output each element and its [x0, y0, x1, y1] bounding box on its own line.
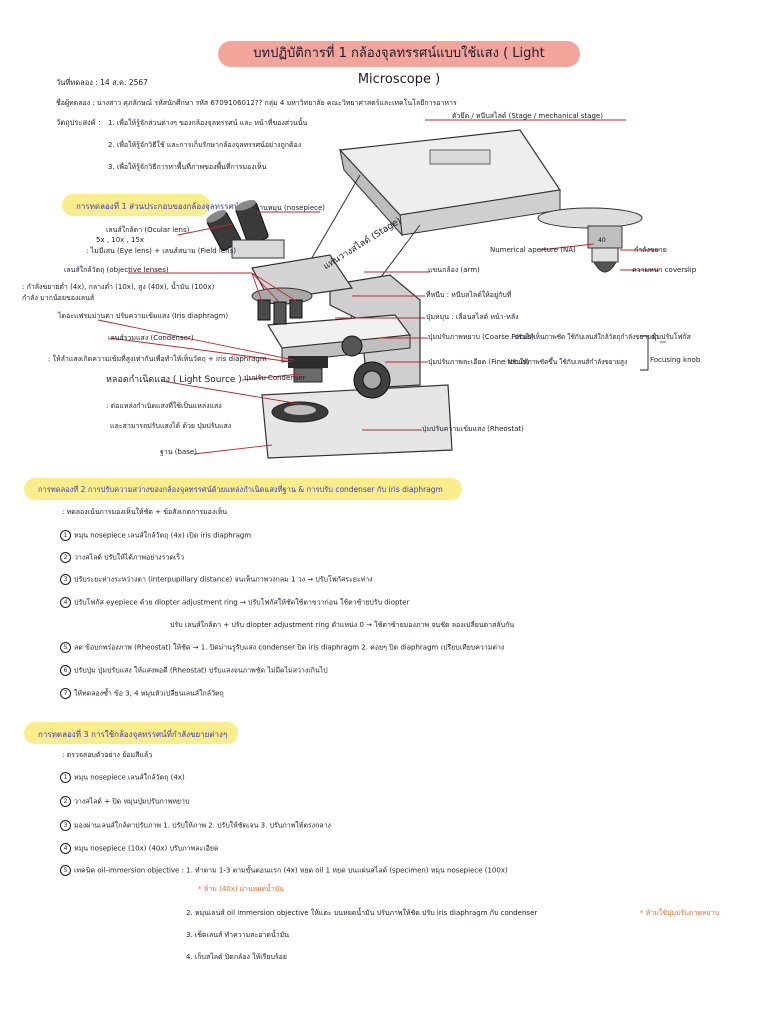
- objective-1: 1. เพื่อให้รู้จักส่วนต่างๆ ของกล้องจุลทร…: [108, 119, 308, 127]
- label-eyepiece-magnification: 5x , 10x , 15x: [96, 236, 145, 244]
- svg-text:40: 40: [598, 237, 606, 244]
- label-condenser-note: : ให้ลำแสงเกิดความเข้มที่สูงเท่ากันเพื่อ…: [48, 355, 267, 363]
- s3-oil-step-4: 4. เก็บสไลด์ ปิดกล้อง ให้เรียบร้อย: [186, 953, 287, 961]
- label-objective-types: : กำลังขยายต่ำ (4x), กลางต่ำ (10x), สูง …: [22, 283, 215, 291]
- label-fine-focus: ปุ่มปรับภาพละเอียด (Fine focus): [428, 358, 529, 366]
- s3-oil-warning: * ห้ามใช้ปุ่มปรับภาพหยาบ: [640, 909, 720, 917]
- label-light-source: หลอดกำเนิดแสง ( Light Source ): [106, 375, 242, 385]
- s2-step-4b: ปรับ เลนส์ใกล้ตา + ปรับ diopter adjustme…: [170, 621, 515, 629]
- label-stage-x-knob: ปุ่มหมุน : เลื่อนสไลด์ หน้า-หลัง: [426, 313, 519, 321]
- label-leader-lines: [97, 119, 666, 455]
- objective-3: 3. เพื่อให้รู้จักวิธีการหาพื้นที่ภาพของพ…: [108, 163, 267, 171]
- label-condenser: เลนส์รวมแสง (Condenser): [108, 334, 194, 342]
- label-objective: เลนส์ใกล้วัตถุ (objective lenses): [64, 266, 169, 274]
- author-line: ชื่อผู้ทดลอง : นางสาว ศุภลักษณ์ รหัสนักศ…: [56, 99, 457, 107]
- s3-oil-step-2: 2. หมุนเลนส์ oil immersion objective ให้…: [186, 909, 538, 917]
- label-light-note-1: : ต่อแหล่งกำเนิดแสงที่ใช้เป็นแหล่งแสง: [106, 402, 222, 410]
- label-eyepiece: เลนส์ใกล้ตา (Ocular lens): [106, 226, 190, 234]
- label-numerical-aperture: Numerical aperture (NA): [490, 246, 576, 254]
- label-eyepiece-types: : ไม่มีเสน (Eye lens) + เลนส์สนาม (Field…: [86, 247, 236, 255]
- page-title: บทปฏิบัติการที่ 1 กล้องจุลทรรศน์แบบใช้แส…: [218, 41, 580, 87]
- objectives-label: วัตถุประสงค์ :: [56, 118, 101, 127]
- section-2-heading: การทดลองที่ 2 การปรับความสว่างของกล้องจุ…: [24, 478, 462, 500]
- label-light-note-2: และสามารถปรับแสงได้ ด้วย ปุ่มปรับแสง: [110, 422, 232, 430]
- label-coarse-focus: ปุ่มปรับภาพหยาบ (Coarse Focus): [428, 333, 535, 341]
- s3-oil-step-3: 3. เช็ดเลนส์ ทำความสะอาดน้ำมัน: [186, 931, 290, 939]
- stage-zoom-inset: [269, 129, 562, 346]
- label-mechanical-stage: ตัวยึด / หนีบสไลด์ (Stage / mechanical s…: [452, 112, 603, 120]
- label-nosepiece: จานหมุน (nosepiece): [255, 204, 326, 212]
- section-1-heading: การทดลองที่ 1 ส่วนประกอบของกล้องจุลทรรศน…: [62, 194, 239, 216]
- label-base: ฐาน (base): [160, 448, 197, 456]
- label-magnification: กำลังขยาย: [634, 246, 667, 254]
- s3-warning-40x: * ห้าม (40x) ผ่านหยดน้ำมัน: [198, 885, 285, 893]
- objective-zoom-inset: 40: [537, 207, 643, 273]
- label-coverslip-thickness: ความหนา coverslip: [632, 266, 697, 274]
- label-arm: แขนกล้อง (arm): [428, 266, 480, 274]
- label-fine-focus-note: : ปรับให้ภาพชัดขึ้น ใช้กับเลนส์กำลังขยาย…: [504, 358, 628, 366]
- section-3-heading: การทดลองที่ 3 การใช้กล้องจุลทรรศน์ที่กำล…: [24, 722, 238, 744]
- section-2-intro: : ทดลองเน้นการมองเห็นให้ชัด + ข้อสังเกตก…: [62, 508, 228, 516]
- label-rheostat: ปุ่มปรับความเข้มแสง (Rheostat): [422, 425, 524, 433]
- label-focus-adjust: ปุ่มปรับโฟกัส: [652, 333, 691, 341]
- label-iris-diaphragm: ไดอะแฟรมม่านตา ปรับความเข้มแสง (Iris dia…: [58, 312, 229, 320]
- label-condenser-knob: ปุ่มปรับ Condenser: [244, 374, 306, 382]
- objective-2: 2. เพื่อให้รู้จักวิธีใช้ และการเก็บรักษา…: [108, 141, 302, 149]
- label-stage-clip: ที่หนีบ : หนีบสไลด์ให้อยู่กับที่: [426, 291, 512, 299]
- section-3-intro: : ตรวจสอบตัวอย่าง ย้อมสีแล้ว: [62, 751, 153, 759]
- label-coarse-focus-note: : ปรับให้เห็นภาพชัด ใช้กับเลนส์ใกล้วัตถุ…: [510, 333, 659, 341]
- label-focusing-knob: Focusing knob: [650, 356, 701, 364]
- label-objective-note: กำลัง มากน้อยของเลนส์: [22, 294, 95, 302]
- microscope-body: [206, 199, 453, 459]
- experiment-date: วันที่ทดลอง : 14 ส.ค. 2567: [56, 78, 148, 87]
